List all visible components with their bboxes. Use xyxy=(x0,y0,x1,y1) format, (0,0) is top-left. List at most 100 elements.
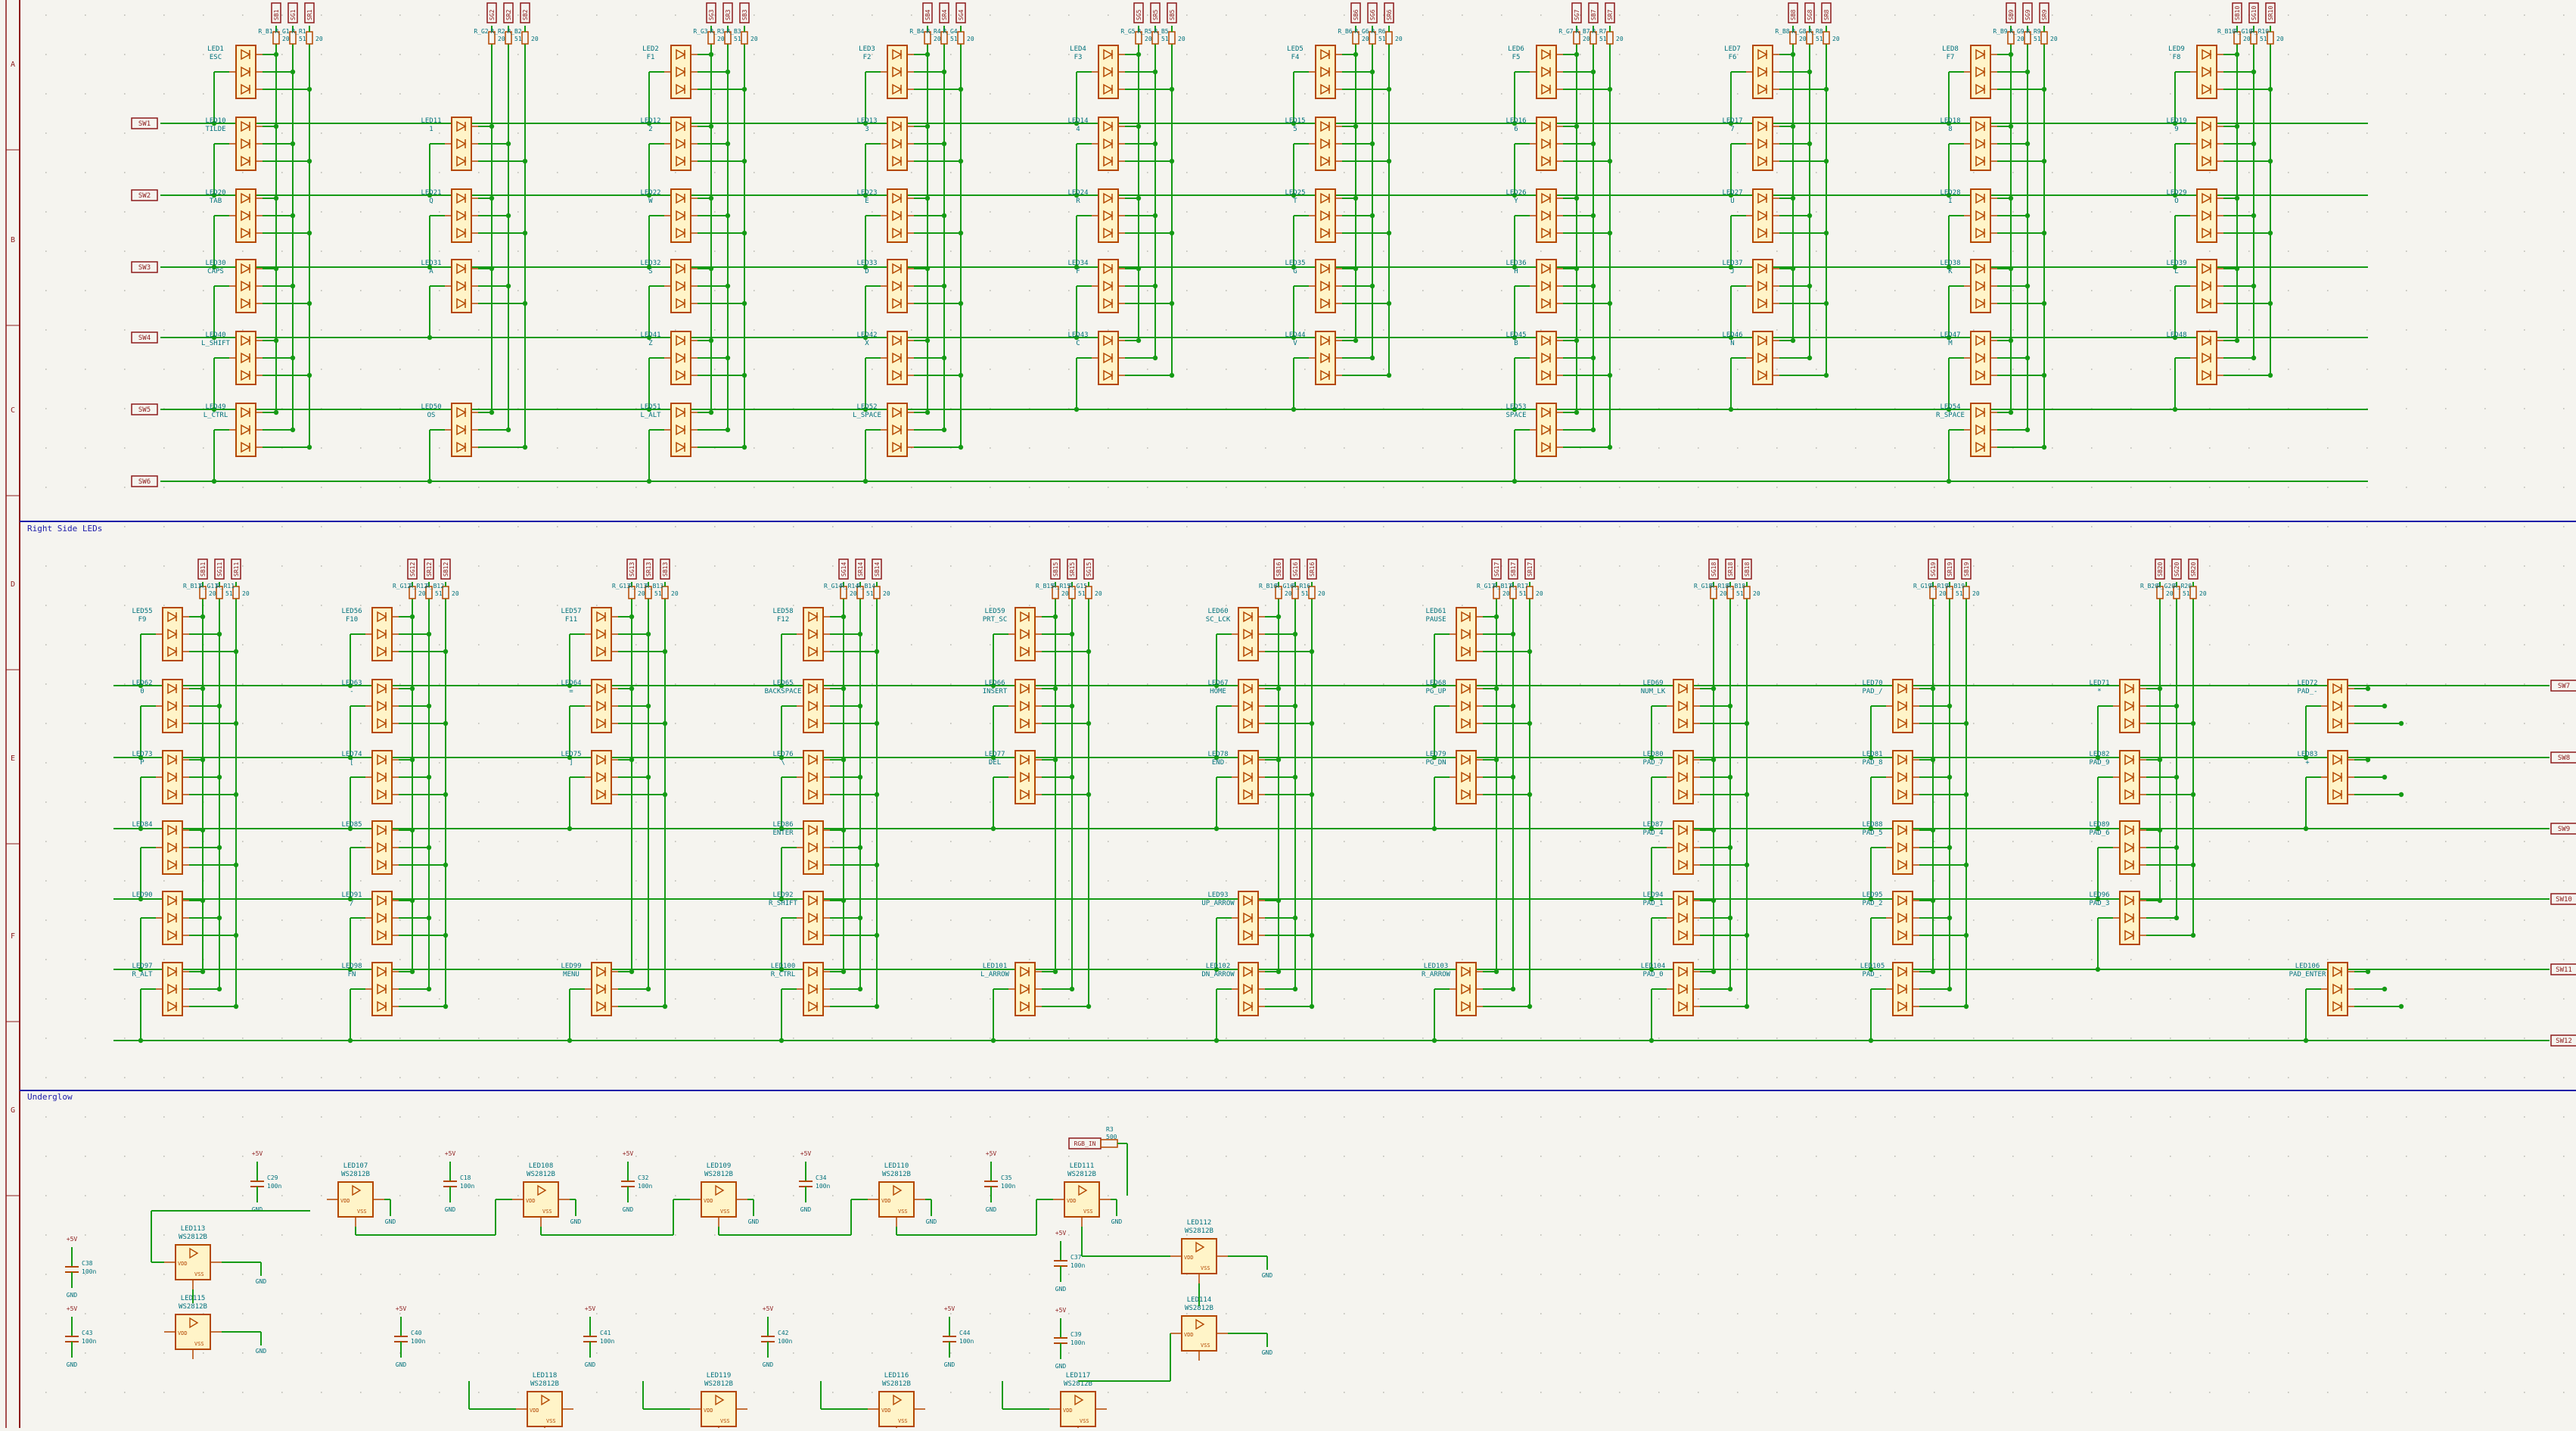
led-body xyxy=(235,188,256,243)
led-ref: LED106 xyxy=(2295,963,2320,970)
junction-dot xyxy=(211,334,217,341)
junction-dot xyxy=(2172,406,2178,412)
net-label-box xyxy=(626,558,637,580)
diode-glyph xyxy=(1678,966,1689,978)
net-label-text: SG20 xyxy=(2174,562,2180,577)
net-label-box xyxy=(706,2,716,23)
led-body xyxy=(371,679,393,733)
diode-glyph xyxy=(456,297,467,310)
ground-label: GND xyxy=(1055,1363,1067,1370)
resistor-value: 20 xyxy=(1832,36,1840,42)
led-ref: LED53 xyxy=(1506,403,1526,411)
diode-glyph xyxy=(167,683,178,695)
resistor-ref: R_B14 xyxy=(857,583,875,590)
diode-glyph xyxy=(241,297,251,310)
pin-label: VSS xyxy=(194,1271,204,1277)
power-label: +5V xyxy=(763,1305,774,1312)
diode-glyph xyxy=(1461,966,1471,978)
net-label: SR5 xyxy=(1150,2,1161,23)
diode-glyph xyxy=(676,138,686,150)
diode-glyph xyxy=(2124,841,2135,854)
diode-glyph xyxy=(1897,717,1908,729)
led-ref: LED62 xyxy=(132,680,152,687)
diode-glyph xyxy=(241,424,251,436)
led-key-label: F xyxy=(1076,268,1080,275)
diode-glyph xyxy=(167,894,178,907)
diode-glyph xyxy=(1243,789,1254,801)
net-label-text: SG10 xyxy=(2251,6,2257,20)
diode-glyph xyxy=(1243,646,1254,658)
pin-label: VDD xyxy=(1067,1198,1077,1204)
resistor-value: 51 xyxy=(1816,36,1823,42)
led-ref: LED68 xyxy=(1425,680,1446,687)
led-ref: LED89 xyxy=(2089,821,2109,829)
diode-glyph xyxy=(1897,1000,1908,1013)
led-body xyxy=(2119,679,2140,733)
resistor-ref: R_B8 xyxy=(1775,28,1789,35)
junction-dot xyxy=(1512,264,1518,270)
diode-glyph xyxy=(456,210,467,222)
led-body xyxy=(803,891,824,945)
diode-glyph xyxy=(1541,280,1552,292)
resistor-ref: R_G15 xyxy=(1069,583,1087,590)
diode-glyph xyxy=(596,771,607,783)
led-key-label: R_ARROW xyxy=(1422,971,1451,978)
diode-glyph xyxy=(808,683,819,695)
led-key-label: FN xyxy=(348,971,356,978)
led-body xyxy=(1892,679,1913,733)
cap-ref: C40 xyxy=(411,1330,422,1336)
net-label: SG15 xyxy=(1083,558,1094,580)
net-label: SG16 xyxy=(1290,558,1300,580)
diode-glyph xyxy=(1541,192,1552,204)
led-body xyxy=(1238,750,1259,804)
diode-glyph xyxy=(167,824,178,836)
led-body xyxy=(2327,750,2348,804)
junction-dot xyxy=(2303,754,2309,761)
resistor-value: 20 xyxy=(717,36,725,42)
diode-glyph xyxy=(2124,859,2135,871)
diode-glyph xyxy=(676,334,686,347)
led-ref: LED99 xyxy=(561,963,581,970)
resistor-ref: R_R2 xyxy=(490,28,505,35)
net-label: SR20 xyxy=(2188,558,2198,580)
led-ref: LED79 xyxy=(1425,751,1446,758)
diode-glyph xyxy=(892,210,903,222)
led-key-label: F5 xyxy=(1512,54,1521,61)
ws-ref: LED110 xyxy=(884,1162,909,1170)
diode-glyph xyxy=(1243,1000,1254,1013)
diode-glyph xyxy=(1320,138,1331,150)
resistor-value: 20 xyxy=(2050,36,2058,42)
led-ref: LED67 xyxy=(1207,680,1228,687)
net-label-text: SB7 xyxy=(1590,9,1597,20)
diode-glyph xyxy=(1541,138,1552,150)
led-key-label: 3 xyxy=(865,126,869,133)
diode-glyph xyxy=(1020,966,1030,978)
junction-dot xyxy=(862,334,869,341)
diode-glyph xyxy=(2202,263,2212,275)
diode-glyph xyxy=(2202,138,2212,150)
led-body xyxy=(1238,962,1259,1016)
junction-dot xyxy=(138,966,144,972)
net-label: SR15 xyxy=(1067,558,1077,580)
pin-label: VDD xyxy=(526,1198,536,1204)
led-body xyxy=(591,607,612,661)
net-label-box xyxy=(2039,2,2049,23)
led-ref: LED28 xyxy=(1940,189,1960,197)
led-body xyxy=(1673,679,1694,733)
led-ref: LED61 xyxy=(1425,608,1446,615)
led-key-label: PAD_5 xyxy=(1862,829,1882,837)
led-body xyxy=(1970,188,1991,243)
led-ref: LED81 xyxy=(1862,751,1882,758)
diode-glyph xyxy=(1320,210,1331,222)
led-ref: LED100 xyxy=(771,963,796,970)
led-body xyxy=(371,607,393,661)
